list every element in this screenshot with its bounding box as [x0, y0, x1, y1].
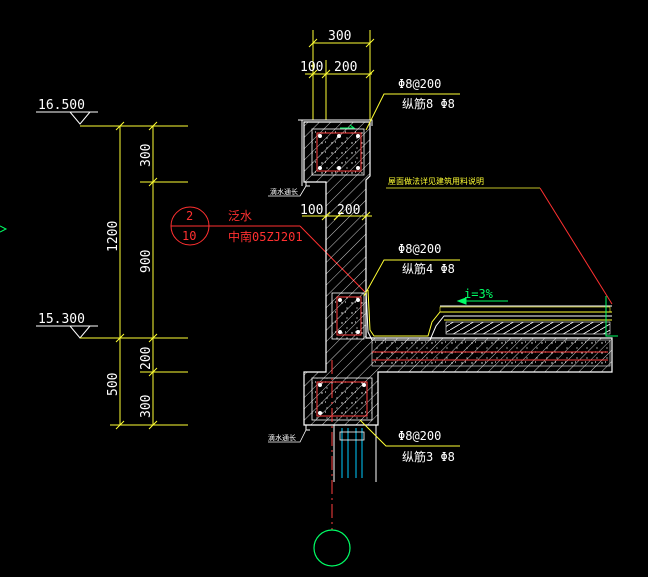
rebar-top-stirrup: Φ8@200	[398, 77, 441, 91]
detail-ref-label: 泛水	[228, 209, 252, 223]
detail-index-number: 2	[186, 209, 193, 223]
dim-right-width: 200	[334, 60, 357, 75]
rebar-dots	[318, 134, 366, 415]
dim-height-300-top: 300	[139, 144, 154, 167]
rebar-mid-longitudinal: 纵筋4 Φ8	[402, 261, 455, 276]
roof-note: 屋面做法详见建筑用料说明	[388, 176, 484, 186]
rebar-bot-longitudinal: 纵筋3 Φ8	[402, 449, 455, 464]
detail-index-sheet: 10	[182, 229, 196, 243]
left-edge-mark	[0, 225, 8, 233]
elevation-bottom-label: 15.300	[38, 312, 85, 327]
roof-note-leader	[539, 187, 613, 305]
dim-height-1200: 1200	[106, 221, 121, 252]
rebar-bot-stirrup: Φ8@200	[398, 429, 441, 443]
elevation-top-symbol	[36, 111, 188, 127]
vertical-dimension-group	[110, 121, 188, 430]
mid-dimension-group	[302, 211, 372, 221]
dim-height-900: 900	[139, 250, 154, 273]
roof-slab	[371, 339, 611, 367]
dim-height-500: 500	[106, 373, 121, 396]
rebar-mid-stirrup: Φ8@200	[398, 242, 441, 256]
gutter-edge	[605, 296, 618, 337]
dim-height-300-bottom: 300	[139, 395, 154, 418]
drip-note-lower: 滴水通长	[268, 433, 296, 442]
mid-dim-left: 100	[300, 203, 323, 218]
rebar-leaders	[359, 93, 460, 447]
elevation-bottom-symbol	[36, 325, 188, 339]
elevation-top-label: 16.500	[38, 98, 85, 113]
column-top-tie	[339, 431, 365, 441]
slope-arrow	[456, 297, 508, 305]
rebar-top-longitudinal: 纵筋8 Φ8	[402, 96, 455, 111]
column-below	[333, 425, 377, 482]
axis-bubble	[313, 529, 351, 567]
dim-left-width: 100	[300, 60, 323, 75]
slope-label: i=3%	[464, 287, 494, 301]
dim-overall-width: 300	[328, 29, 351, 44]
dim-height-200: 200	[139, 347, 154, 370]
drip-leaders	[268, 185, 307, 443]
drip-note-upper: 滴水通长	[270, 187, 298, 196]
flashing-arrow	[340, 124, 356, 129]
top-dimension-group	[305, 30, 375, 120]
roof-screed	[439, 306, 611, 313]
roof-insulation	[445, 321, 611, 335]
rebar-cages	[316, 132, 608, 417]
mid-dim-right: 200	[337, 203, 360, 218]
detail-ref-atlas: 中南05ZJ201	[228, 229, 303, 244]
column-rebar	[341, 428, 363, 478]
